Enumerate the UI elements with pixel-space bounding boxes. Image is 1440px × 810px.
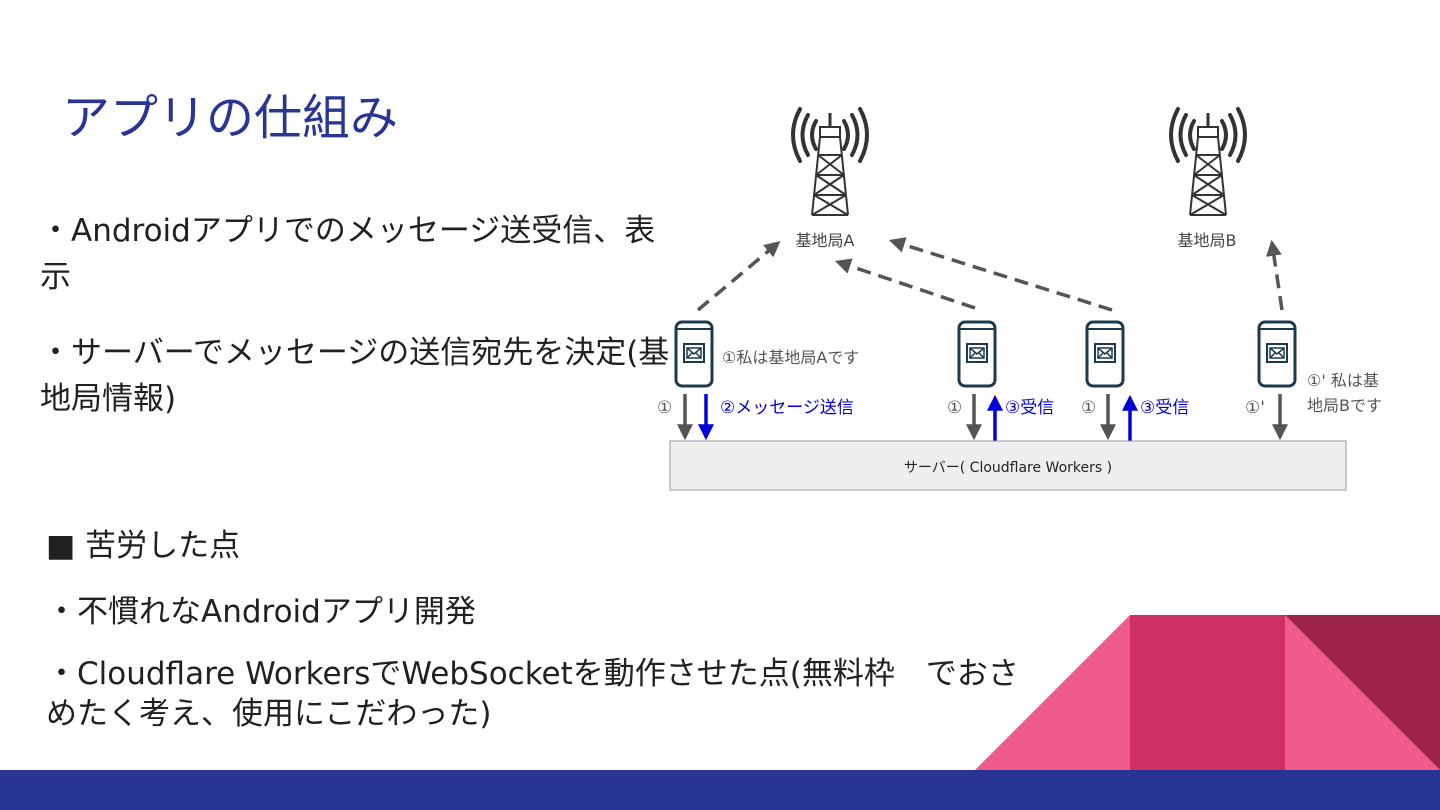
deco-dark-triangle bbox=[1285, 615, 1440, 770]
connection-arrow-phone1-tower-a bbox=[696, 240, 781, 312]
server-box bbox=[669, 440, 1347, 491]
tower-a-label: 基地局A bbox=[796, 231, 855, 250]
phone4-note-line2: 地局Bです bbox=[1307, 396, 1382, 415]
difficulty-item-websocket: ・Cloudflare WorkersでWebSocketを動作させた点(無料枠… bbox=[46, 656, 1019, 732]
phone1-note: ①私は基地局Aです bbox=[722, 348, 859, 367]
architecture-diagram: 基地局A 基地局B ①私は基地局Aです ①' 私は基 地局Bです ① ②メッセー… bbox=[657, 107, 1382, 491]
step-label-prime: ①' bbox=[1245, 398, 1265, 418]
deco-middle-square bbox=[1130, 615, 1285, 770]
deco-left-triangle bbox=[975, 615, 1130, 770]
server-label: サーバー( Cloudflare Workers ) bbox=[904, 460, 1112, 476]
connection-arrow-phone3-tower-a bbox=[888, 237, 1113, 312]
step-receive-label: ③受信 bbox=[1140, 398, 1189, 418]
smartphone-icon bbox=[1257, 320, 1297, 388]
tower-b-label: 基地局B bbox=[1178, 231, 1237, 250]
bullet-android-app: ・Androidアプリでのメッセージ送受信、表示 bbox=[40, 213, 656, 295]
slide-title: アプリの仕組み bbox=[62, 90, 399, 146]
radio-tower-icon bbox=[791, 107, 869, 217]
smartphone-icon bbox=[1085, 320, 1125, 388]
phone4-note-line1: ①' 私は基 bbox=[1307, 371, 1379, 390]
step-label: ① bbox=[947, 398, 962, 418]
difficulty-heading: ■ 苦労した点 bbox=[46, 528, 241, 564]
connection-arrow-phone4-tower-b bbox=[1265, 239, 1284, 311]
step-label: ① bbox=[1081, 398, 1096, 418]
bullet-server-routing: ・サーバーでメッセージの送信宛先を決定(基地局情報) bbox=[40, 335, 670, 417]
connection-arrow-phone2-tower-a bbox=[834, 258, 976, 310]
smartphone-icon bbox=[957, 320, 997, 388]
difficulty-item-android: ・不慣れなAndroidアプリ開発 bbox=[46, 594, 476, 630]
step-label: ① bbox=[657, 398, 672, 418]
step-send-label: ②メッセージ送信 bbox=[720, 398, 854, 418]
radio-tower-icon bbox=[1169, 107, 1247, 217]
footer-bar bbox=[0, 770, 1440, 810]
step-receive-label: ③受信 bbox=[1005, 398, 1054, 418]
smartphone-icon bbox=[674, 320, 714, 388]
